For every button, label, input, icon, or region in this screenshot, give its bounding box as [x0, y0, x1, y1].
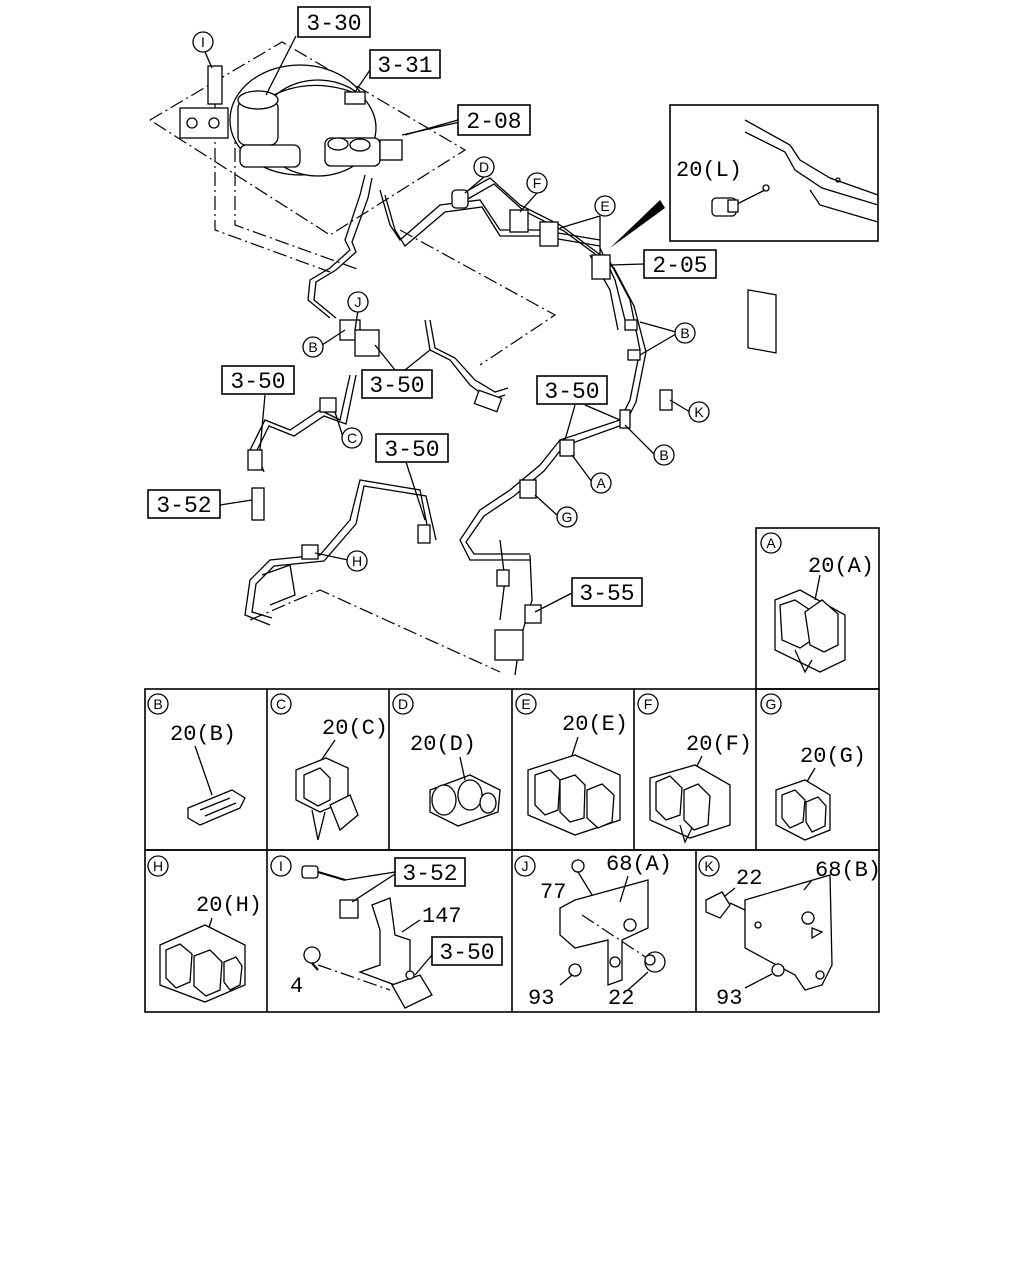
callout-b-left: B: [308, 339, 317, 355]
panel-k-22: 22: [736, 866, 762, 891]
panel-e-letter: E: [521, 696, 530, 712]
callout-j: J: [355, 294, 362, 310]
panel-g: G 20(G): [760, 693, 866, 841]
panel-g-letter: G: [766, 696, 777, 712]
panel-h-letter: H: [153, 858, 163, 874]
ref-3-31: 3-31: [377, 53, 432, 79]
panel-h-part: 20(H): [196, 893, 262, 918]
reference-boxes: 3-30 3-31 2-08 2-05 3-50 3-50 3-50 3-50 …: [147, 6, 717, 607]
panel-j-93: 93: [528, 986, 554, 1011]
ref-3-52: 3-52: [156, 493, 211, 519]
panel-j-22: 22: [608, 986, 634, 1011]
panel-k: K 22 68(B) 93: [698, 855, 881, 1011]
panel-g-part: 20(G): [800, 744, 866, 769]
ref-2-05: 2-05: [652, 253, 707, 279]
clip-e-icon: [527, 736, 621, 836]
panel-b: B 20(B): [147, 693, 246, 826]
bracket-k-icon: [705, 874, 833, 991]
callout-h: H: [352, 553, 362, 569]
panel-k-letter: K: [704, 858, 714, 874]
callout-c: C: [347, 430, 357, 446]
panel-i-letter: I: [279, 858, 283, 874]
clip-b-icon: [187, 745, 246, 826]
leader-lines: [204, 35, 691, 613]
panel-i-ref-3-52: 3-52: [402, 861, 457, 887]
ref-3-55: 3-55: [579, 581, 634, 607]
panel-a: A 20(A): [755, 527, 880, 690]
callout-a: A: [596, 475, 606, 491]
panel-i-147: 147: [422, 904, 462, 929]
clip-h-icon: [159, 917, 246, 1003]
panel-b-letter: B: [153, 696, 162, 712]
panel-f-letter: F: [644, 696, 653, 712]
panel-e: E 20(E): [515, 693, 628, 836]
panel-k-93: 93: [716, 986, 742, 1011]
callout-g: G: [562, 509, 573, 525]
ref-2-08: 2-08: [466, 109, 521, 135]
proportioning-valve: [179, 65, 229, 139]
panel-h: H 20(H): [147, 855, 262, 1003]
bracket-i-icon: [301, 865, 433, 1009]
main-clips: [247, 189, 673, 661]
panel-d: D 20(D): [392, 693, 501, 827]
panel-c: C 20(C): [270, 693, 388, 841]
ref-3-50-left: 3-50: [230, 369, 285, 395]
panel-j-68a: 68(A): [606, 852, 672, 877]
ref-3-50-right: 3-50: [544, 379, 599, 405]
panel-b-part: 20(B): [170, 722, 236, 747]
panel-c-letter: C: [276, 696, 286, 712]
callout-i: I: [201, 34, 205, 50]
callout-e: E: [600, 198, 609, 214]
callout-f: F: [533, 175, 542, 191]
callout-b-right: B: [680, 325, 689, 341]
panel-j-letter: J: [522, 858, 529, 874]
callouts: I D F E J B B K C B A G H: [192, 31, 710, 572]
panel-i-ref-3-50: 3-50: [439, 940, 494, 966]
bracket-j-icon: [559, 859, 666, 991]
callout-b-lower: B: [659, 447, 668, 463]
panel-c-part: 20(C): [322, 716, 388, 741]
clip-g-icon: [775, 767, 831, 841]
inset-l: 20(L): [669, 104, 879, 354]
inset-l-label: 20(L): [676, 158, 742, 183]
callout-k: K: [694, 404, 704, 420]
panel-i-4: 4: [290, 974, 303, 999]
panel-i: I 3-52 3-50 147 4: [270, 855, 503, 1009]
panel-a-letter: A: [766, 535, 776, 551]
ref-3-50-lower: 3-50: [384, 437, 439, 463]
clip-d-icon: [429, 756, 501, 827]
inset-pointer: [610, 200, 665, 248]
callout-d: D: [479, 159, 489, 175]
panel-f-part: 20(F): [686, 732, 752, 757]
ref-3-50-center: 3-50: [369, 373, 424, 399]
panel-j: J 68(A) 77 93 22: [514, 852, 672, 1011]
clip-a-icon: [774, 574, 846, 674]
parts-grid: A 20(A) B 20(B): [144, 527, 881, 1013]
clip-f-icon: [649, 755, 731, 844]
main-assembly: [149, 35, 691, 676]
ref-3-30: 3-30: [306, 11, 361, 37]
panel-a-part: 20(A): [808, 554, 874, 579]
panel-j-77: 77: [540, 880, 566, 905]
panel-e-part: 20(E): [562, 712, 628, 737]
panel-f: F 20(F): [637, 693, 752, 844]
panel-d-part: 20(D): [410, 732, 476, 757]
clip-c-icon: [295, 739, 359, 841]
master-cylinder: [237, 90, 461, 168]
panel-d-letter: D: [398, 696, 408, 712]
